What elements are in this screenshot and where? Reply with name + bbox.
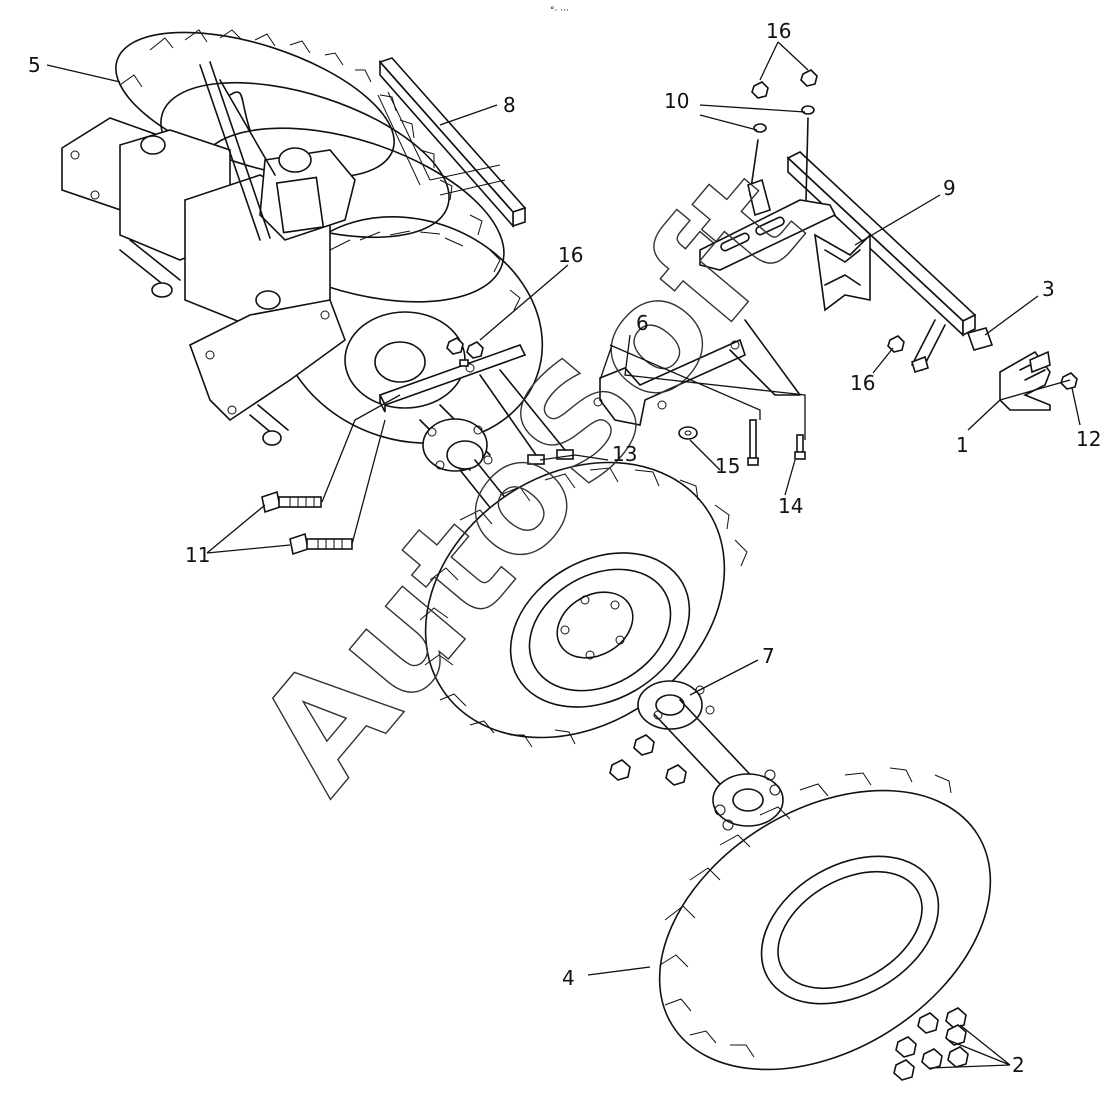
- rear-tyre-part-4: [658, 767, 992, 1071]
- callout-11: 11: [185, 543, 210, 567]
- wheel-nuts-part-2: [893, 1007, 969, 1081]
- callout-13: 13: [612, 442, 637, 466]
- washers-part-10: [753, 105, 815, 133]
- callout-6: 6: [636, 311, 649, 335]
- bolts-part-13: [479, 369, 574, 465]
- callout-16-right: 16: [850, 371, 875, 395]
- bolts-part-11: [261, 490, 353, 556]
- callout-10: 10: [664, 89, 689, 113]
- hitch-frame-part-9: [699, 117, 977, 374]
- callout-16-top: 16: [766, 19, 791, 43]
- rear-tyre-pair-assembly: [115, 29, 544, 445]
- callout-4: 4: [562, 966, 575, 990]
- callout-15: 15: [715, 454, 740, 478]
- axle-extension: [637, 680, 784, 831]
- callout-3: 3: [1042, 277, 1055, 301]
- leader-lines: [46, 41, 1081, 1069]
- callout-16-left: 16: [558, 243, 583, 267]
- callout-12: 12: [1076, 427, 1101, 451]
- front-tyre-part-7: [419, 461, 748, 748]
- callout-8: 8: [503, 93, 516, 117]
- gearbox-housing: [61, 61, 356, 446]
- callout-1: 1: [956, 433, 969, 457]
- bracket-part-6: [593, 319, 801, 426]
- plug-part-3: [966, 327, 994, 351]
- callout-2: 2: [1012, 1053, 1025, 1077]
- bolts-part-14: [747, 419, 806, 466]
- callout-14: 14: [778, 494, 803, 518]
- rear-bracket-part-8: [377, 57, 527, 229]
- header-mark: °· ···: [550, 6, 569, 16]
- callout-7: 7: [762, 644, 775, 668]
- callout-5: 5: [28, 53, 41, 77]
- callout-9: 9: [943, 176, 956, 200]
- mount-bar: [378, 344, 527, 413]
- axle-nuts: [609, 734, 687, 786]
- callout-labels: 5 8 16 10 16 9 3 6 16 1 12 11 13 15 14 7…: [28, 19, 1101, 1077]
- blade-part-1: [999, 350, 1051, 411]
- washer-part-15: [678, 426, 698, 440]
